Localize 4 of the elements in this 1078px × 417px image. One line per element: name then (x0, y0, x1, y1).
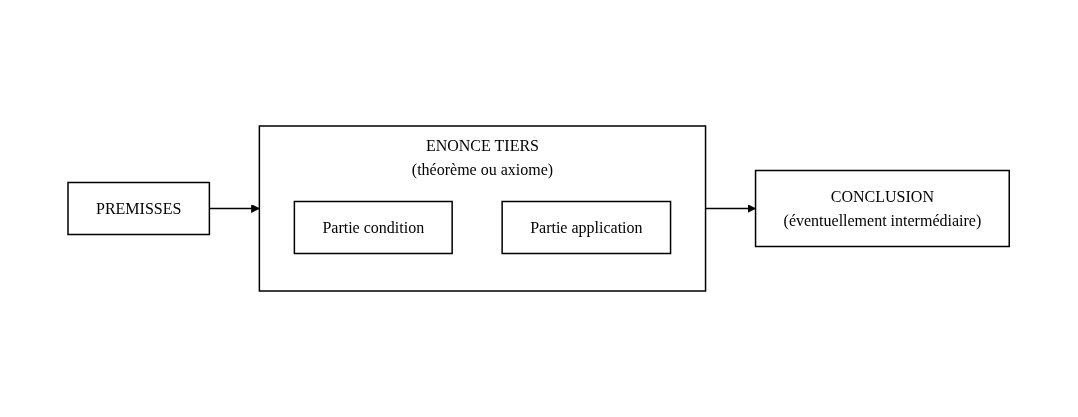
node-box: Partie application (501, 200, 672, 255)
node-box: PREMISSES (67, 181, 211, 236)
node-box: CONCLUSION (éventuellement intermédiaire) (755, 169, 1011, 248)
node-box: Partie condition (294, 200, 454, 255)
